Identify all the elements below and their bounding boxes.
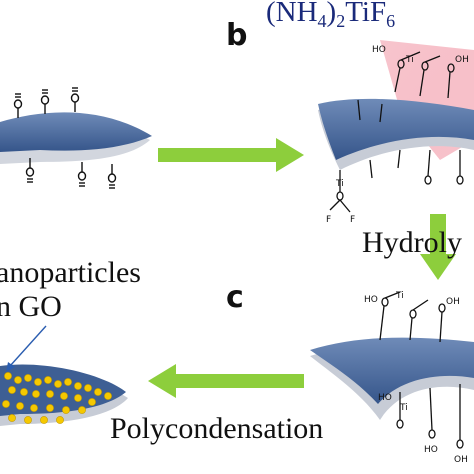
step-label-hydrolysis: Hydroly bbox=[362, 226, 462, 259]
go-sheet-pristine bbox=[0, 112, 152, 164]
svg-text:OH: OH bbox=[455, 55, 469, 65]
ti-complex-text: HO Ti OH TiF F bbox=[326, 45, 469, 225]
reagent-sub: 4 bbox=[317, 11, 327, 31]
svg-text:F: F bbox=[326, 215, 331, 225]
reagent-sub: 2 bbox=[336, 11, 346, 31]
svg-text:Ti: Ti bbox=[395, 291, 404, 301]
reagent-formula: (NH4)2TiF6 bbox=[266, 0, 395, 32]
go-sheet-d bbox=[310, 337, 474, 420]
panel-label-b: b bbox=[226, 18, 248, 53]
reaction-arrow-left bbox=[148, 364, 304, 398]
reaction-arrow-right bbox=[158, 138, 304, 172]
product-label-line1: anoparticles bbox=[0, 256, 141, 289]
reagent-part: TiF bbox=[345, 0, 387, 28]
reaction-arrow-down bbox=[420, 214, 456, 280]
reagent-part: (NH bbox=[266, 0, 318, 28]
svg-text:OH: OH bbox=[446, 297, 460, 307]
reagent-part: ) bbox=[326, 0, 337, 28]
go-sheet-b bbox=[318, 98, 474, 170]
svg-text:OH: OH bbox=[454, 455, 468, 465]
reagent-sub: 6 bbox=[386, 11, 396, 31]
svg-text:F: F bbox=[350, 215, 355, 225]
product-label-line2: n GO bbox=[0, 290, 62, 323]
panel-label-c: c bbox=[226, 280, 244, 315]
oxygen-group bbox=[13, 87, 117, 189]
svg-text:Ti: Ti bbox=[399, 403, 408, 413]
svg-text:HO: HO bbox=[372, 45, 386, 55]
pointer-line bbox=[6, 325, 47, 372]
ti-oh-groups bbox=[379, 291, 464, 449]
step-label-polycondensation: Polycondensation bbox=[110, 412, 324, 445]
svg-text:HO: HO bbox=[378, 393, 392, 403]
svg-text:Ti: Ti bbox=[335, 179, 344, 189]
svg-text:HO: HO bbox=[424, 445, 438, 455]
svg-text:HO: HO bbox=[364, 295, 378, 305]
ti-complex bbox=[329, 51, 464, 213]
svg-text:Ti: Ti bbox=[405, 55, 414, 65]
nanoparticle-cluster bbox=[2, 372, 112, 424]
